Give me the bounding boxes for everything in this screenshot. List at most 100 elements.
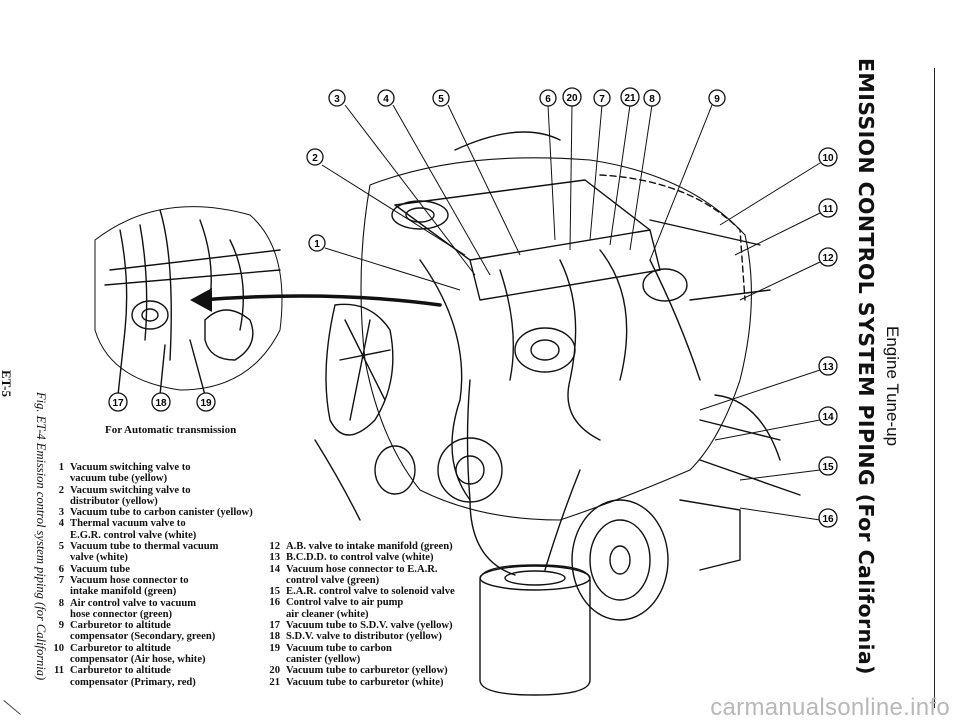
callout-1: 1 [308,234,326,252]
callout-17: 17 [108,392,128,412]
legend-text: Vacuum tube to carbon canister (yellow) [70,507,253,519]
legend-number: 9 [58,620,64,632]
svg-text:12: 12 [822,253,834,264]
svg-text:21: 21 [624,93,636,104]
legend-item: 11 Carburetor to altitude compensator (Pr… [46,665,253,688]
legend-item: 14 Vacuum hose connector to E.A.R. contro… [262,564,455,587]
callout-12: 12 [818,247,838,267]
legend-number: 7 [58,574,64,586]
legend-number: 14 [269,563,280,575]
legend-number: 3 [58,507,64,519]
legend-item: 16 Control valve to air pump air cleaner … [262,597,455,620]
callout-10: 10 [818,147,838,167]
legend-item: 6 Vacuum tube [46,564,253,575]
legend-text: Vacuum hose connector to intake manifold… [70,574,189,598]
margin-rule [934,68,935,708]
legend-number: 19 [269,642,280,654]
legend-text: Carburetor to altitude compensator (Prim… [70,665,196,688]
callout-14: 14 [818,406,838,426]
svg-text:3: 3 [334,94,340,105]
legend-number: 10 [53,642,64,654]
legend-number: 17 [269,620,280,632]
svg-text:20: 20 [566,93,578,104]
callout-9: 9 [708,89,726,107]
legend-text: Vacuum tube to thermal vacuum valve (whi… [70,541,219,564]
legend-number: 20 [269,665,280,677]
legend-item: 17 Vacuum tube to S.D.V. valve (yellow) [262,620,455,631]
legend-text: Vacuum tube to S.D.V. valve (yellow) [286,620,453,632]
callout-19: 19 [196,392,216,412]
legend-text: Vacuum tube [70,563,130,575]
legend-text: E.A.R. control valve to solenoid valve [286,586,455,598]
svg-text:15: 15 [822,462,834,473]
legend-item: 9 Carburetor to altitude compensator (Sec… [46,620,253,643]
legend-text: Vacuum switching valve to vacuum tube (y… [70,462,191,485]
legend-text: Carburetor to altitude compensator (Seco… [70,620,216,643]
legend-number: 6 [58,563,64,575]
callout-16: 16 [818,508,838,528]
legend-number: 5 [58,541,64,553]
legend-number: 1 [58,462,64,473]
svg-text:17: 17 [112,398,124,409]
legend-item: 5 Vacuum tube to thermal vacuum valve (wh… [46,541,253,564]
legend-number: 18 [269,631,280,643]
legend-item: 20 Vacuum tube to carburetor (yellow) [262,665,455,676]
svg-text:14: 14 [822,412,834,423]
callout-18: 18 [151,392,171,412]
svg-text:1: 1 [314,239,320,250]
legend-item: 3 Vacuum tube to carbon canister (yellow) [46,507,253,518]
legend-text: Vacuum tube to carburetor (white) [286,676,444,688]
callout-5: 5 [432,89,450,107]
callout-6: 6 [539,89,557,107]
legend-text: Vacuum tube to carbon canister (yellow) [286,642,392,665]
legend-item: 12 A.B. valve to intake manifold (green) [262,541,455,552]
legend-number: 4 [58,518,64,530]
svg-text:8: 8 [649,94,655,105]
svg-text:9: 9 [714,94,720,105]
svg-text:6: 6 [545,94,551,105]
svg-text:4: 4 [383,94,389,105]
legend-text: Control valve to air pump air cleaner (w… [286,597,404,620]
svg-text:7: 7 [599,94,605,105]
legend-text: Vacuum hose connector to E.A.R. control … [286,563,438,586]
svg-text:18: 18 [155,398,167,409]
callout-markers: 1 2 3 4 5 6 20 7 21 8 9 10 11 12 13 14 1… [108,87,838,528]
leader-lines [321,104,821,521]
callout-11: 11 [818,198,838,218]
legend-number: 15 [269,586,280,598]
legend-item: 2 Vacuum switching valve to distributor (… [46,485,253,508]
legend-number: 13 [269,552,280,564]
legend-number: 8 [58,597,64,609]
svg-text:19: 19 [200,398,212,409]
legend-number: 11 [53,665,64,677]
legend-text: A.B. valve to intake manifold (green) [286,541,453,552]
legend-item: 15 E.A.R. control valve to solenoid valve [262,586,455,598]
legend-text: Vacuum tube to carburetor (yellow) [286,665,448,677]
svg-text:11: 11 [823,204,834,215]
legend-number: 2 [58,484,64,496]
legend-text: S.D.V. valve to distributor (yellow) [286,631,442,643]
legend-text: Vacuum switching valve to distributor (y… [70,484,191,507]
callout-8: 8 [643,89,661,107]
main-engine-drawing [314,131,801,696]
inset-drawing [94,206,283,396]
callout-3: 3 [328,89,346,107]
callout-13: 13 [818,356,838,376]
callout-4: 4 [377,89,395,107]
legend-number: 12 [269,541,280,552]
watermark: carmanualsonline.info [710,694,950,721]
svg-text:13: 13 [822,362,834,373]
svg-text:5: 5 [438,94,444,105]
legend-item: 19 Vacuum tube to carbon canister (yellow… [262,643,455,666]
legend-text: Air control valve to vacuum hose connect… [70,597,197,620]
legend-item: 8 Air control valve to vacuum hose connec… [46,598,253,621]
legend-item: 1 Vacuum switching valve to vacuum tube (… [46,462,253,485]
callout-7: 7 [593,89,611,107]
legend-left: 1 Vacuum switching valve to vacuum tube (… [46,462,253,688]
legend-number: 16 [269,597,280,609]
legend-item: 7 Vacuum hose connector to intake manifol… [46,575,253,598]
